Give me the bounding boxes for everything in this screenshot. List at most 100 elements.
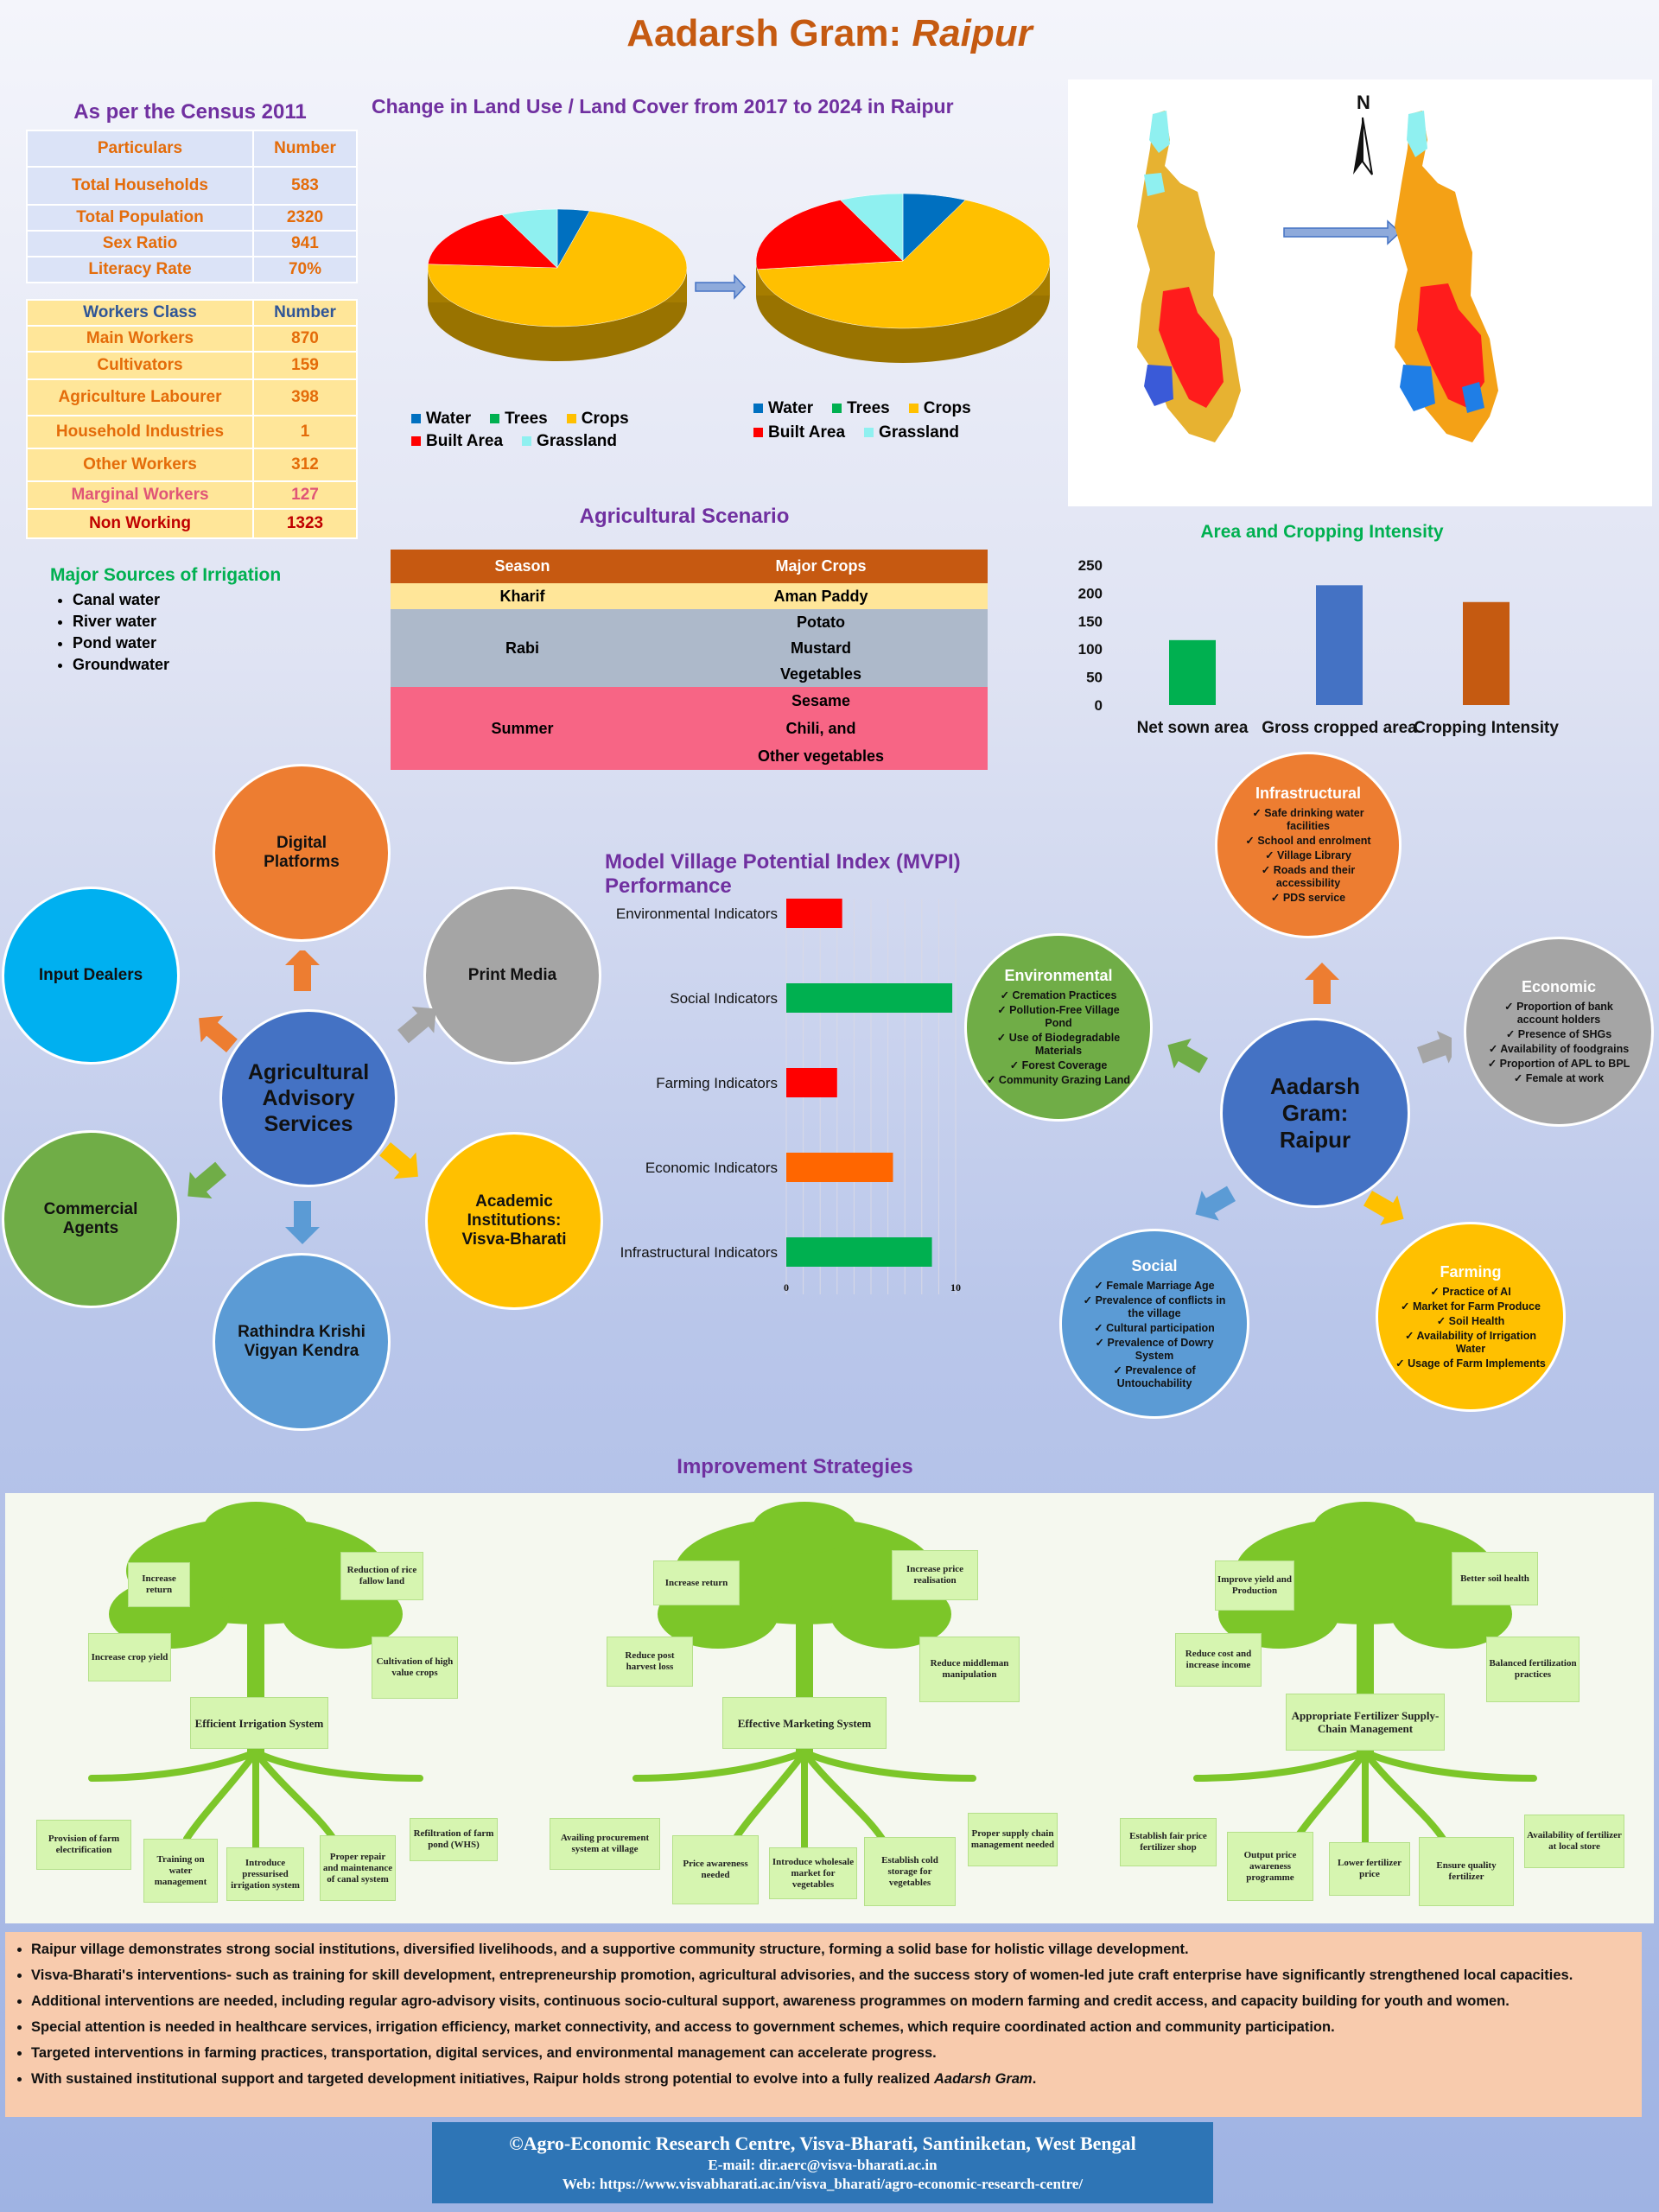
workers-label: Cultivators bbox=[26, 351, 254, 380]
indicator-bar-1 bbox=[786, 983, 953, 1013]
north-label: N bbox=[1357, 92, 1370, 113]
leaf-box: Balanced fertilization practices bbox=[1486, 1637, 1580, 1702]
crop-item: Mustard bbox=[790, 639, 851, 657]
mvpi-item: ✓ Roads and their accessibility bbox=[1261, 864, 1356, 889]
mvpi-arrow-left bbox=[1167, 1039, 1208, 1073]
conclusions-panel: Raipur village demonstrates strong socia… bbox=[5, 1932, 1642, 2117]
root-box: Ensure quality fertilizer bbox=[1419, 1837, 1514, 1906]
footer: ©Agro-Economic Research Centre, Visva-Bh… bbox=[432, 2122, 1213, 2203]
x-category-label: Cropping Intensity bbox=[1414, 719, 1559, 737]
mvpi-title: Model Village Potential Index (MVPI) Per… bbox=[605, 850, 961, 898]
pie-slice-built-area bbox=[428, 214, 558, 269]
season-kharif: Kharif bbox=[499, 587, 545, 605]
leaf-box: Increase price realisation bbox=[892, 1550, 978, 1600]
mvpi-item: ✓ Proportion of APL to BPL bbox=[1487, 1057, 1630, 1070]
leaf-box: Increase return bbox=[653, 1560, 740, 1605]
landuse-map: N bbox=[1068, 79, 1652, 506]
strategies-panel: Increase return Reduction of rice fallow… bbox=[5, 1493, 1654, 1923]
census-value: 2320 bbox=[252, 204, 358, 232]
crop-item: Potato bbox=[797, 613, 845, 631]
mvpi-item: ✓ Prevalence of Dowry System bbox=[1095, 1336, 1214, 1362]
leaf-box: Reduce post harvest loss bbox=[607, 1637, 693, 1687]
season-summer: Summer bbox=[491, 719, 554, 737]
arrow-down-right bbox=[379, 1142, 418, 1179]
census-value: 70% bbox=[252, 256, 358, 283]
pie-arrow bbox=[695, 274, 747, 300]
workers-header-number: Number bbox=[252, 299, 358, 327]
workers-label: Other Workers bbox=[26, 448, 254, 482]
tree-canopy bbox=[658, 1502, 951, 1649]
mvpi-infrastructural: Infrastructural ✓ Safe drinking water fa… bbox=[1215, 752, 1402, 938]
mvpi-item: ✓ Availability of foodgrains bbox=[1488, 1042, 1630, 1055]
pie-slice-grassland bbox=[501, 208, 558, 269]
census-label: Sex Ratio bbox=[26, 230, 254, 257]
legend-water: Water bbox=[426, 410, 472, 428]
mvpi-item: ✓ Practice of AI bbox=[1430, 1285, 1511, 1298]
tree-roots bbox=[88, 1749, 423, 1851]
strategies-title: Improvement Strategies bbox=[677, 1455, 913, 1478]
mvpi-item: ✓ School and enrolment bbox=[1245, 835, 1371, 847]
mvpi-item: ✓ Female Marriage Age bbox=[1094, 1279, 1215, 1292]
mvpi-economic: Economic ✓ Proportion of bank account ho… bbox=[1464, 937, 1654, 1127]
pie-slice-crops bbox=[427, 210, 688, 327]
tree-roots bbox=[1193, 1749, 1537, 1851]
workers-value: 870 bbox=[252, 325, 358, 353]
pie-slice-crops bbox=[757, 200, 1051, 329]
tree-roots bbox=[632, 1749, 976, 1851]
mvpi-item: ✓ Market for Farm Produce bbox=[1401, 1300, 1541, 1313]
x-category-label: Gross cropped area bbox=[1262, 719, 1417, 737]
indicator-label: Infrastructural Indicators bbox=[620, 1244, 778, 1261]
arrow-up-right bbox=[397, 1007, 436, 1044]
pie-slice-built-area bbox=[755, 200, 904, 270]
landuse-title: Change in Land Use / Land Cover from 201… bbox=[372, 95, 954, 118]
environmental-title: Environmental bbox=[1004, 967, 1113, 984]
x-tick-label: 10 bbox=[950, 1281, 961, 1294]
census-value: 583 bbox=[252, 166, 358, 206]
map-2024 bbox=[1395, 111, 1498, 442]
node-input-dealers: Input Dealers bbox=[2, 887, 180, 1065]
y-tick-label: 150 bbox=[1078, 613, 1103, 630]
mvpi-item: ✓ Usage of Farm Implements bbox=[1395, 1357, 1546, 1370]
tree-fertilizer: Improve yield and Production Better soil… bbox=[1106, 1493, 1642, 1923]
legend-trees: Trees bbox=[847, 399, 890, 417]
conclusion-item: With sustained institutional support and… bbox=[31, 2070, 1626, 2088]
irrigation-title: Major Sources of Irrigation bbox=[50, 565, 282, 585]
arrow-down bbox=[285, 1201, 320, 1244]
mvpi-item: ✓ Proportion of bank account holders bbox=[1504, 1000, 1613, 1026]
farming-title: Farming bbox=[1440, 1262, 1502, 1281]
root-box: Proper supply chain management needed bbox=[968, 1813, 1058, 1866]
mvpi-environmental: Environmental ✓ Cremation Practices ✓ Po… bbox=[964, 933, 1153, 1122]
indicator-bar-3 bbox=[786, 1153, 893, 1182]
mvpi-item: ✓ Pollution-Free Village Pond bbox=[997, 1004, 1120, 1029]
pie-2017 bbox=[427, 208, 688, 361]
indicator-bar-2 bbox=[786, 1068, 837, 1097]
legend-grassland: Grassland bbox=[879, 423, 959, 442]
crop-item: Aman Paddy bbox=[773, 587, 868, 605]
mvpi-item: ✓ Availability of Irrigation Water bbox=[1405, 1329, 1536, 1355]
irrigation-list: Canal water River water Pond water Groun… bbox=[50, 589, 361, 676]
mvpi-item: ✓ Community Grazing Land bbox=[986, 1074, 1131, 1086]
census-label: Total Households bbox=[26, 166, 254, 206]
legend-crops: Crops bbox=[923, 399, 971, 417]
census-value: 941 bbox=[252, 230, 358, 257]
mvpi-item: ✓ Presence of SHGs bbox=[1505, 1027, 1612, 1040]
legend-built: Built Area bbox=[768, 423, 846, 442]
tree-center-box: Efficient Irrigation System bbox=[190, 1697, 328, 1749]
y-tick-label: 200 bbox=[1078, 585, 1103, 601]
root-box: Availability of fertilizer at local stor… bbox=[1524, 1815, 1624, 1868]
area-chart-title: Area and Cropping Intensity bbox=[1200, 522, 1444, 542]
node-kvk: Rathindra Krishi Vigyan Kendra bbox=[213, 1253, 391, 1431]
y-tick-label: 50 bbox=[1086, 670, 1103, 686]
page-title: Aadarsh Gram: Raipur bbox=[626, 12, 1033, 54]
footer-web[interactable]: Web: https://www.visvabharati.ac.in/visv… bbox=[562, 2176, 1084, 2192]
root-box: Establish cold storage for vegetables bbox=[864, 1837, 956, 1906]
mvpi-item: ✓ Prevalence of Untouchability bbox=[1113, 1363, 1196, 1389]
irrigation-item: Canal water bbox=[73, 589, 361, 611]
workers-label: Non Working bbox=[26, 508, 254, 539]
mvpi-item: ✓ PDS service bbox=[1270, 892, 1346, 904]
crop-item: Other vegetables bbox=[757, 747, 885, 765]
workers-value: 1323 bbox=[252, 508, 358, 539]
footer-email[interactable]: E-mail: dir.aerc@visva-bharati.ac.in bbox=[708, 2157, 938, 2173]
